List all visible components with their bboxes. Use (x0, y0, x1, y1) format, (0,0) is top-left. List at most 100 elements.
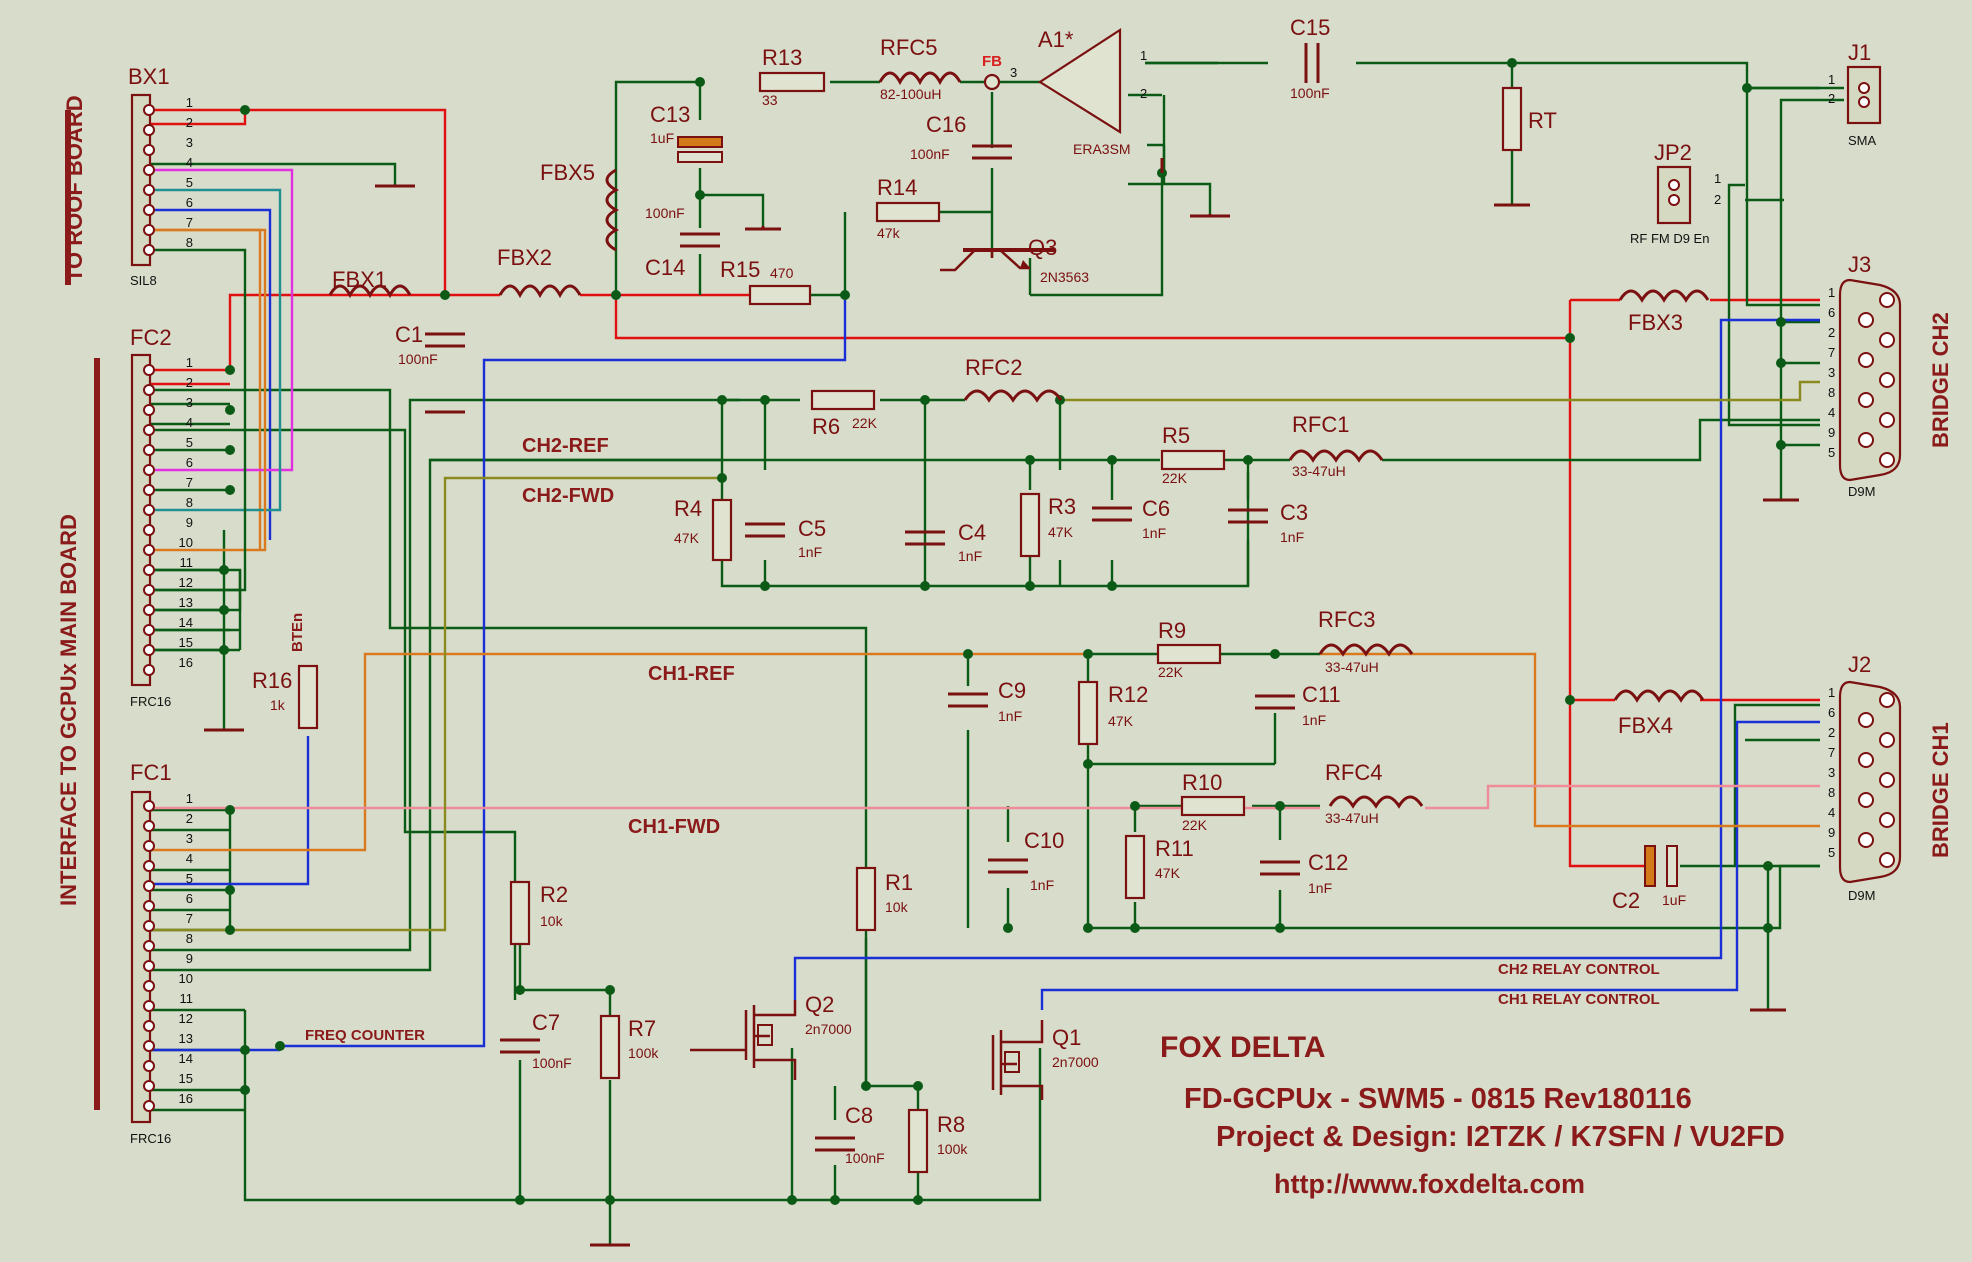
net-labels: CH2-REF CH2-FWD CH1-REF CH1-FWD FREQ COU… (289, 435, 1660, 1044)
junction-dot (225, 885, 235, 895)
svg-text:R9: R9 (1158, 618, 1186, 643)
to-roof-board: TO ROOF BOARD (62, 95, 87, 282)
svg-text:R3: R3 (1048, 494, 1076, 519)
net-ch2-fwd: CH2-FWD (522, 485, 614, 507)
j3-pin-label: 6 (1828, 305, 1835, 320)
j3-pin (1858, 352, 1874, 368)
fc1-name: FC1 (130, 760, 172, 785)
svg-text:FBX1: FBX1 (332, 267, 387, 292)
svg-text:C13: C13 (650, 102, 690, 127)
svg-text:C5: C5 (798, 516, 826, 541)
bx1-name: BX1 (128, 64, 170, 89)
junction-dot (861, 1081, 871, 1091)
svg-text:100k: 100k (937, 1141, 968, 1157)
fc1-pin-label: 14 (179, 1051, 193, 1066)
svg-text:470: 470 (770, 265, 794, 281)
junction-dot (1776, 317, 1786, 327)
svg-text:1nF: 1nF (1030, 877, 1054, 893)
svg-text:82-100uH: 82-100uH (880, 86, 942, 102)
capacitor-c15 (1304, 43, 1320, 83)
bx1-pin-label: 7 (186, 215, 193, 230)
j3-name: J3 (1848, 252, 1871, 277)
junction-dot (240, 105, 250, 115)
junction-dot (1275, 801, 1285, 811)
junction-dot (225, 445, 235, 455)
svg-text:33: 33 (762, 92, 778, 108)
svg-text:100k: 100k (628, 1045, 659, 1061)
transistor-q3: Q3 2N3563 (940, 235, 1089, 285)
capacitor-c9 (948, 692, 988, 708)
fc2-pin-label: 7 (186, 475, 193, 490)
svg-text:C14: C14 (645, 255, 685, 280)
capacitor-c3 (1228, 508, 1268, 524)
svg-text:R15: R15 (720, 257, 760, 282)
capacitor-c10 (988, 858, 1028, 874)
capacitors (425, 43, 1678, 1152)
junction-dot (1083, 923, 1093, 933)
junction-dot (240, 1085, 250, 1095)
svg-text:1nF: 1nF (1280, 529, 1304, 545)
connector-j1: 1 2 J1 SMA (1828, 40, 1882, 148)
r15: R15 470 (720, 257, 812, 306)
svg-text:2N3563: 2N3563 (1040, 269, 1089, 285)
svg-text:C16: C16 (926, 112, 966, 137)
bx1-pin-label: 4 (186, 155, 193, 170)
fc2-pin-label: 1 (186, 355, 193, 370)
j3-type: D9M (1848, 484, 1875, 499)
capacitor-c6 (1092, 506, 1132, 522)
j2-pin (1858, 832, 1874, 848)
junction-dot (920, 395, 930, 405)
svg-text:FBX4: FBX4 (1618, 713, 1673, 738)
bx1-pin (143, 184, 155, 196)
fc2-pin-label: 3 (186, 395, 193, 410)
capacitor-c1 (425, 332, 465, 348)
j3-pin (1858, 432, 1874, 448)
j3-pin-label: 4 (1828, 405, 1835, 420)
j2-pin-label: 6 (1828, 705, 1835, 720)
junction-dot (1565, 333, 1575, 343)
svg-text:RFC4: RFC4 (1325, 760, 1382, 785)
j3-pin-label: 2 (1828, 325, 1835, 340)
bridge-ch1: BRIDGE CH1 (1928, 722, 1953, 858)
fc2-pin-label: 8 (186, 495, 193, 510)
fc1-pin (143, 1060, 155, 1072)
company: FOX DELTA (1160, 1031, 1326, 1064)
svg-text:FBX2: FBX2 (497, 245, 552, 270)
junction-dot (1243, 455, 1253, 465)
svg-text:RT: RT (1528, 108, 1557, 133)
svg-text:1nF: 1nF (1308, 880, 1332, 896)
fbx1: FBX1 (328, 267, 412, 299)
j3-pin-label: 3 (1828, 365, 1835, 380)
capacitor-c16 (972, 144, 1012, 160)
svg-text:1nF: 1nF (1302, 712, 1326, 728)
svg-text:C8: C8 (845, 1103, 873, 1128)
fbx2: FBX2 (497, 245, 582, 299)
j2-type: D9M (1848, 888, 1875, 903)
bx1-type: SIL8 (130, 273, 157, 288)
junction-dot (515, 1195, 525, 1205)
wires (149, 61, 1844, 1245)
grounds (204, 158, 1799, 1247)
fc1-pin (143, 900, 155, 912)
junction-dot (1107, 581, 1117, 591)
svg-text:22K: 22K (1162, 470, 1188, 486)
svg-text:RFC1: RFC1 (1292, 412, 1349, 437)
fc2-pin (143, 424, 155, 436)
fc2-pin-label: 2 (186, 375, 193, 390)
j1-pin1: 1 (1828, 72, 1835, 87)
junction-dot (1107, 455, 1117, 465)
junction-dot (760, 581, 770, 591)
svg-text:RFC2: RFC2 (965, 355, 1022, 380)
svg-text:100nF: 100nF (910, 146, 950, 162)
